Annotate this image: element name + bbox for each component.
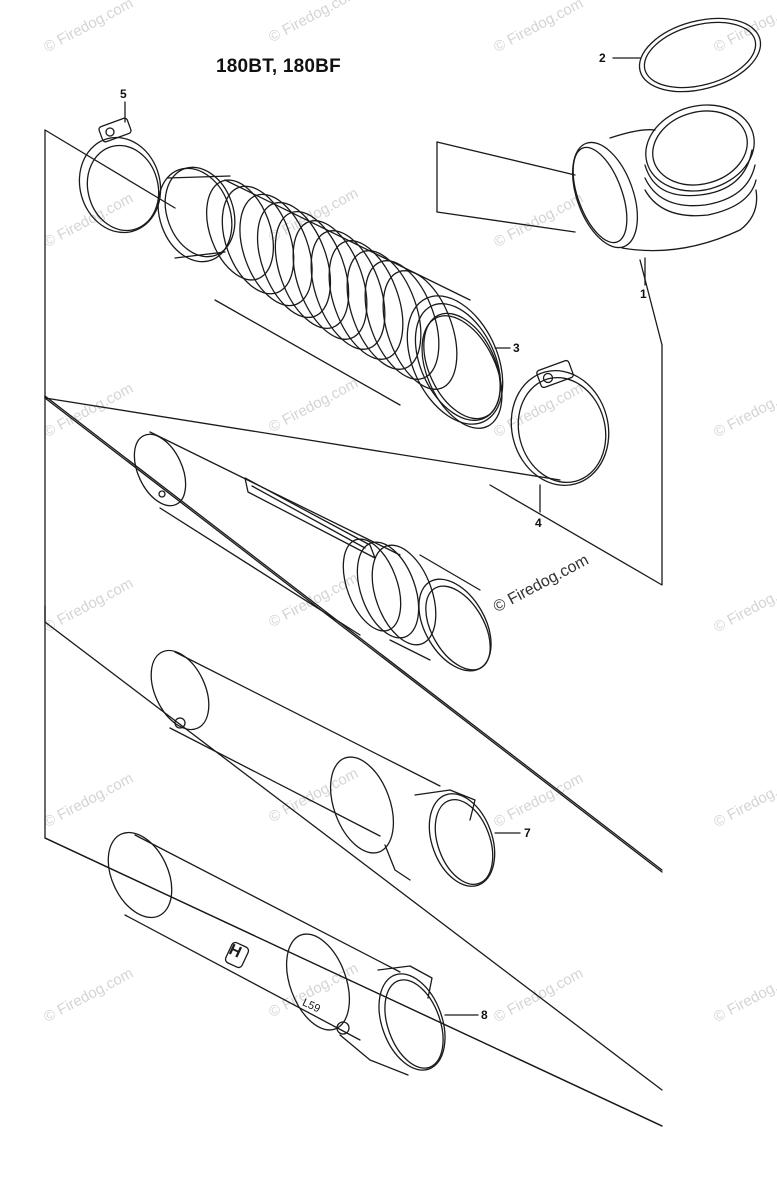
callout-2: 2	[599, 51, 606, 65]
blower-tube-lower	[107, 831, 446, 1076]
callout-8: 8	[481, 1008, 488, 1022]
hose-clamp-part-4	[510, 359, 610, 487]
ring-part-3	[421, 315, 503, 429]
hose-clamp-part-5	[78, 117, 162, 234]
blower-tube-upper	[133, 431, 492, 672]
callout-1: 1	[640, 287, 647, 301]
elbow-part-1	[572, 104, 758, 252]
diagram-title: 180BT, 180BF	[216, 56, 341, 77]
callout-4: 4	[535, 516, 542, 530]
callout-5: 5	[120, 87, 127, 101]
panel-outline-elbow	[436, 141, 663, 586]
callout-3: 3	[513, 341, 520, 355]
panel-outline-middle	[44, 395, 663, 1091]
panel-outline-lower	[44, 605, 663, 1127]
callout-7: 7	[524, 826, 531, 840]
o-ring-part-2	[638, 17, 762, 93]
blower-tube-middle	[150, 649, 496, 887]
flexible-hose	[157, 166, 504, 425]
